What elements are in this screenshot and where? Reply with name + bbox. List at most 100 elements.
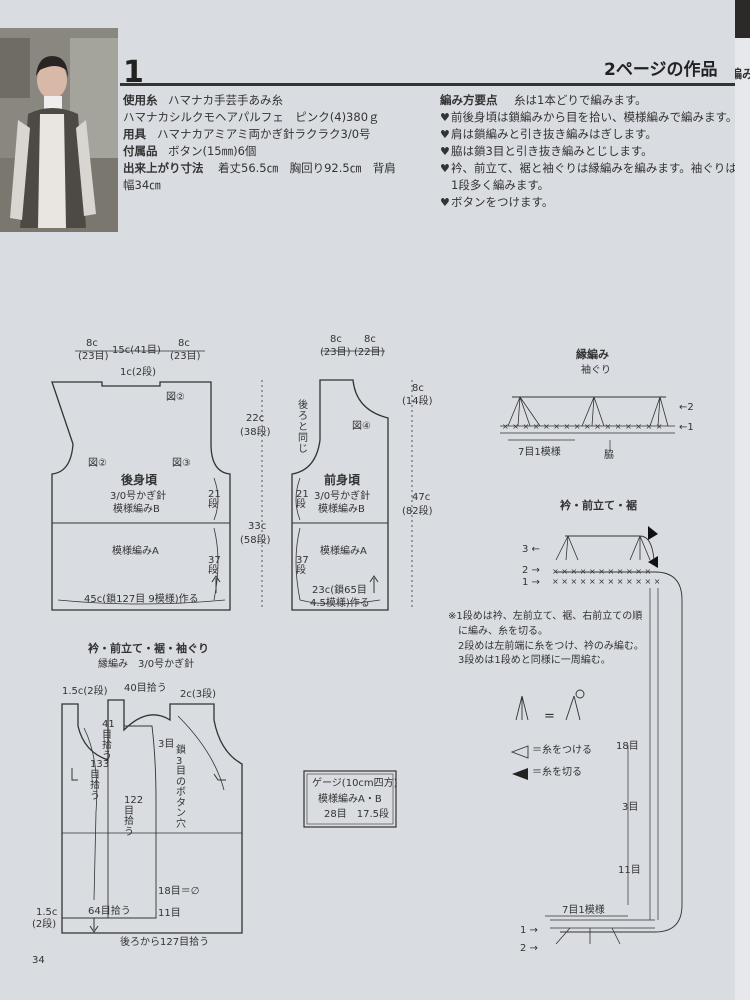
border-pick-40: 40目拾う xyxy=(124,683,167,694)
back-fig3: 図③ xyxy=(172,458,191,469)
front-rows-21: 21段 xyxy=(296,489,309,510)
front-side-note: 後ろと同じ xyxy=(298,400,308,455)
step-bullet-4: ♥ xyxy=(440,162,450,175)
armhole-row2: ←2 xyxy=(679,402,694,413)
front-stitch-row2: × × × × × × × × × × × xyxy=(552,567,652,576)
back-width-right: 8c xyxy=(178,338,190,349)
back-pattern-b: 模様編みB xyxy=(113,504,160,515)
step-2: 肩は鎖編みと引き抜き編みはぎします。 xyxy=(451,127,657,141)
front-edging-repeat: 7目1模様 xyxy=(562,905,605,916)
border-pick-133: 133目拾う xyxy=(90,759,110,802)
step-6: ボタンをつけます。 xyxy=(451,195,554,209)
back-title: 後身頃 xyxy=(121,473,158,487)
yarn-label: 使用糸 xyxy=(123,93,158,107)
tools-label: 用具 xyxy=(123,127,146,141)
front-edging-bottom-row2: 2 → xyxy=(520,943,538,954)
pattern-number: 1 xyxy=(123,55,144,90)
size-value: 着丈56.5㎝ 胸回り92.5㎝ 背肩 xyxy=(218,161,396,175)
back-hook: 3/0号かぎ針 xyxy=(110,491,167,502)
front-edging-note4: 3段めは1段めと同様に一周編む。 xyxy=(458,655,611,666)
front-title: 前身頃 xyxy=(324,473,361,487)
step-bullet-2: ♥ xyxy=(440,128,450,141)
size-value2: 幅34㎝ xyxy=(123,178,161,192)
armhole-edging-title: 縁編み xyxy=(576,348,609,361)
border-outline xyxy=(61,699,243,934)
back-fig2-top: 図② xyxy=(166,392,185,403)
back-rows-left: (23目) xyxy=(78,351,109,362)
back-body-rows: (58段) xyxy=(240,535,271,546)
step-1: 前後身頃は鎖編みから目を拾い、模様編みで編みます。 xyxy=(451,110,735,124)
border-eighteen: 18目＝∅ xyxy=(158,886,200,897)
legend-attach-yarn: ＝糸をつける xyxy=(532,745,592,756)
tools-value: ハマナカアミアミ両かぎ針ラクラク3/0号 xyxy=(157,127,371,141)
size-label: 出来上がり寸法 xyxy=(123,161,204,175)
step-bullet-3: ♥ xyxy=(440,145,450,158)
border-three-stitches: 3目 xyxy=(158,739,175,750)
front-panel-outline xyxy=(291,379,389,611)
step-4-cont: 1段多く編みます。 xyxy=(451,178,550,192)
section-title: 2ページの作品 xyxy=(604,60,718,80)
front-rows-right: (22目) xyxy=(354,347,385,358)
symbol-equals: = xyxy=(544,709,555,724)
header-rule xyxy=(120,83,735,86)
legend-cut-yarn: ＝糸を切る xyxy=(532,767,582,778)
front-edging-11: 11目 xyxy=(618,865,641,876)
border-left-top: 1.5c(2段) xyxy=(62,686,108,697)
front-total-rows: (82段) xyxy=(402,506,433,517)
yarn-line1: ハマナカ手芸手あみ糸 xyxy=(168,93,283,107)
front-edging-row3: 3 ← xyxy=(522,544,540,555)
step-3: 脇は鎖3目と引き抜き編みとじします。 xyxy=(451,144,653,158)
front-edging-row1: 1 → xyxy=(522,577,540,588)
step-4: 衿、前立て、裾と袖ぐりは縁編みを編みます。袖ぐりは xyxy=(451,161,735,175)
armhole-row1: ←1 xyxy=(679,422,694,433)
gauge-box-frame xyxy=(303,770,397,828)
front-edging-note2: に編み、糸を切る。 xyxy=(458,626,548,637)
border-title: 衿・前立て・裾・袖ぐり xyxy=(88,642,209,655)
front-edging-3: 3目 xyxy=(622,802,639,813)
back-width-center: 15c(41目) xyxy=(112,345,161,356)
notions-value: ボタン(15㎜)6個 xyxy=(168,144,257,158)
armhole-stitch-row: × × × × × × × × × × × × × × × × xyxy=(502,422,663,431)
gauge-line3: 28目 17.5段 xyxy=(324,809,389,820)
front-bottom-2: 4.5模様)作る xyxy=(310,598,370,609)
instructions-intro: 糸は1本どりで編みます。 xyxy=(514,93,647,107)
border-eleven: 11目 xyxy=(158,908,181,919)
back-body-height: 33c xyxy=(248,521,267,532)
back-rows-21: 21段 xyxy=(208,489,221,510)
front-pattern-b: 模様編みB xyxy=(318,504,365,515)
border-pick-122: 122目拾う xyxy=(124,795,144,838)
front-bottom-1: 23c(鎖65目 xyxy=(312,585,367,596)
front-pattern-a: 模様編みA xyxy=(320,546,367,557)
front-rows-37: 37段 xyxy=(296,555,309,576)
front-stitch-row1: × × × × × × × × × × × × xyxy=(552,577,661,586)
instructions-label: 編み方要点 xyxy=(440,93,498,107)
front-total-height: 47c xyxy=(412,492,431,503)
back-width-left: 8c xyxy=(86,338,98,349)
border-pick-127: 後ろから127目拾う xyxy=(120,937,210,948)
front-edging-title: 衿・前立て・裾 xyxy=(560,499,637,512)
gauge-line1: ゲージ(10cm四方) xyxy=(312,778,398,789)
front-edging-row2: 2 → xyxy=(522,565,540,576)
back-bottom: 45c(鎖127目 9模様)作る xyxy=(84,594,199,605)
border-left-bottom: 1.5c xyxy=(36,907,58,918)
front-hook: 3/0号かぎ針 xyxy=(314,491,371,502)
page-number: 34 xyxy=(32,955,45,966)
border-pick-64: 64目拾う xyxy=(88,906,131,917)
armhole-side: 脇 xyxy=(604,450,614,461)
front-fig4: 図④ xyxy=(352,421,371,432)
step-bullet-6: ♥ xyxy=(440,196,450,209)
armhole-edging-subtitle: 袖ぐり xyxy=(581,365,611,376)
back-panel-outline xyxy=(51,381,231,611)
back-pattern-a: 模様編みA xyxy=(112,546,159,557)
border-pick-41: 41目拾う xyxy=(102,719,115,762)
back-neck-depth: 1c(2段) xyxy=(120,367,157,378)
gauge-line2: 模様編みA・B xyxy=(318,794,382,805)
border-subtitle: 縁編み 3/0号かぎ針 xyxy=(98,659,195,670)
back-rows-right: (23目) xyxy=(170,351,201,362)
front-edging-bottom-row1: 1 → xyxy=(520,925,538,936)
yarn-line2: ハマナカシルクモヘアパルフェ ピンク(4)380ｇ xyxy=(123,110,380,124)
border-buttonhole: 鎖3目のボタン穴 xyxy=(176,745,186,830)
border-right-top: 2c(3段) xyxy=(180,689,217,700)
